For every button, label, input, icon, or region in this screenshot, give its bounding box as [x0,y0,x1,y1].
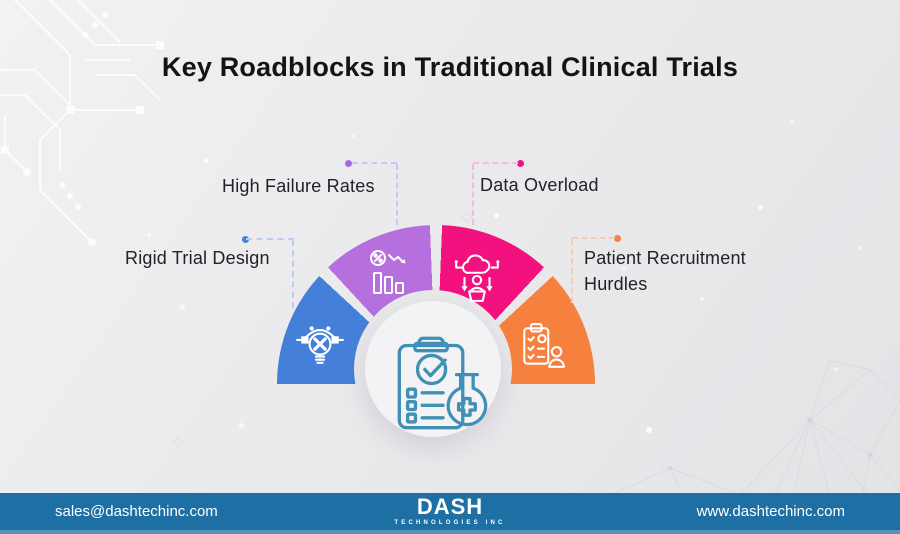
declining-bars-percent-icon [370,250,406,294]
connector-line [571,239,573,303]
sparkle-dot [646,427,652,433]
contact-email[interactable]: sales@dashtechinc.com [55,503,218,520]
circuit-traces-decoration [0,0,164,246]
label-rigid-trial-design: Rigid Trial Design [125,248,270,268]
connector-dot [345,160,352,167]
center-circle [365,301,501,437]
page-title: Key Roadblocks in Traditional Clinical T… [161,52,739,82]
design-lightbulb-icon [296,326,344,364]
sparkle-dot [180,305,185,310]
connector-dot [242,236,249,243]
sparkle-dot [834,367,838,371]
diamond-decoration [172,436,184,448]
connector-line [246,238,294,240]
dash-logo: DASH TECHNOLOGIES INC [0,494,900,527]
sparkle-dot [758,205,763,210]
label-data-overload: Data Overload [480,175,599,195]
website-url[interactable]: www.dashtechinc.com [696,503,845,520]
sparkle-dot [494,213,499,218]
sparkle-dot [700,297,704,301]
footer-bar: sales@dashtechinc.com DASH TECHNOLOGIES … [0,493,900,534]
sparkle-dot [204,158,209,163]
sparkle-dot [239,423,244,428]
connector-line [572,237,615,239]
sparkle-dot [858,246,862,250]
clinical-trial-checklist-flask-icon [397,336,488,430]
patient-clipboard-icon [523,323,565,368]
connector-line [292,240,294,308]
label-patient-recruitment-hurdles: Patient Recruitment Hurdles [584,248,746,294]
sparkle-dot [680,66,684,70]
sparkle-dot [622,267,626,271]
connector-line [396,164,398,225]
sparkle-dot [790,120,794,124]
sparkle-dot [147,233,151,237]
dash-logo-subtext: TECHNOLOGIES INC [394,520,506,526]
connector-line [352,162,397,164]
connector-dot [614,235,621,242]
connector-line [472,164,474,225]
label-high-failure-rates: High Failure Rates [222,176,375,196]
connector-line [473,162,518,164]
diamond-decoration [461,211,473,223]
sparkle-dot [351,134,355,138]
connector-dot [517,160,524,167]
dash-logo-text: DASH [416,494,484,519]
cloud-data-person-icon [454,254,500,302]
